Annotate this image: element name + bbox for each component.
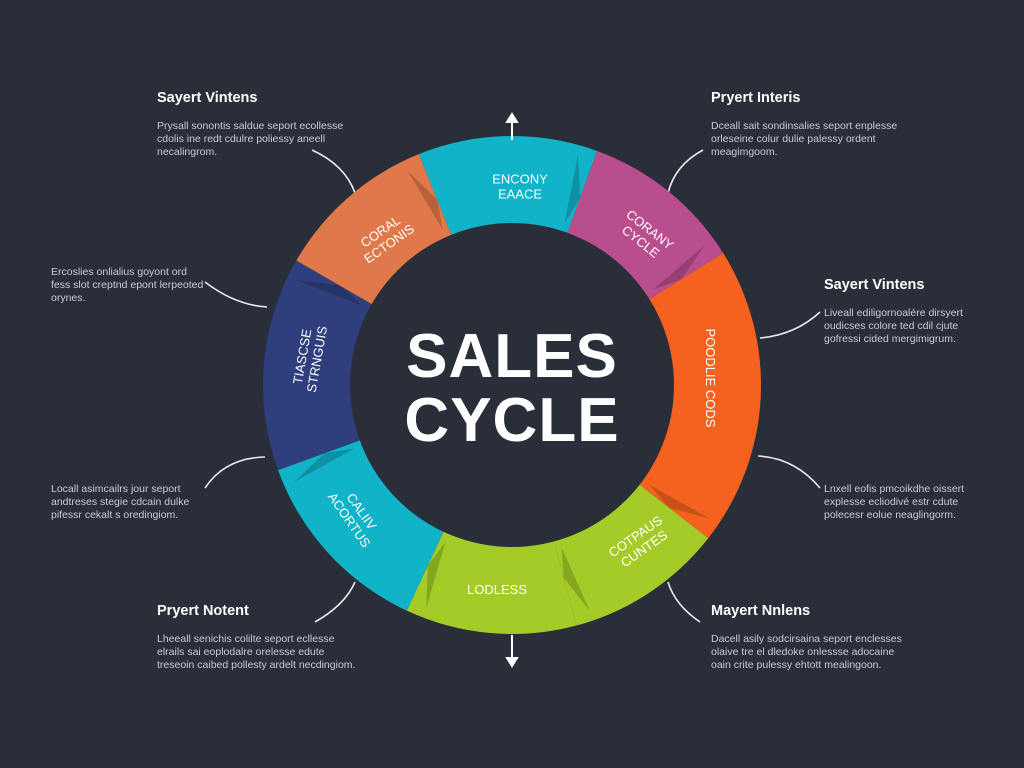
connector-lines: [204, 149, 821, 623]
note-body: Dacell asily sodcirsaina seport enclesse…: [711, 633, 902, 671]
cycle-segment: [406, 520, 577, 634]
note-heading: Mayert Nnlens: [711, 603, 811, 619]
cycle-segment: [418, 136, 598, 246]
arrow-down-icon: [505, 635, 519, 668]
segment-fold-shadow: [561, 547, 590, 611]
connector-line: [757, 455, 821, 489]
note-top-left: Sayert Vintens Prysall sonontis saldue s…: [157, 90, 357, 159]
note-heading: Sayert Vintens: [157, 90, 258, 106]
arrow-up-icon: [505, 112, 519, 140]
note-mid-left-upper: Ercoslies onlialius goyont ord fess slot…: [51, 266, 206, 305]
segment-fold-shadow: [652, 244, 706, 290]
note-bottom-right: Mayert Nnlens Dacell asily sodcirsaina s…: [711, 603, 911, 672]
cycle-segment: [278, 436, 449, 611]
note-mid-right-lower: Lnxell eofis pmcoikdhe oissert explesse …: [824, 483, 984, 522]
note-mid-right-upper: Sayert Vintens Liveall ediligornoalére d…: [824, 277, 984, 346]
note-heading: Sayert Vintens: [824, 277, 925, 293]
segment-label: TIASCSESTRNGUIS: [289, 322, 330, 394]
segment-fold-shadow: [649, 484, 711, 519]
note-body: Liveall ediligornoalére dirsyert oudicse…: [824, 307, 963, 345]
cycle-segment: [296, 154, 456, 310]
segment-fold-shadow: [293, 448, 355, 483]
cycle-segment: [263, 260, 383, 471]
note-body: Lheeall senichis colilte seport ecllesse…: [157, 633, 356, 671]
segment-label: POODLIE CODS: [703, 329, 718, 428]
segment-fold-shadow: [564, 155, 581, 224]
segment-fold-shadow: [407, 170, 443, 230]
title-line-1: SALES: [406, 322, 618, 391]
diagram-title: SALES CYCLE: [362, 325, 662, 453]
connector-line: [667, 149, 704, 194]
note-heading: Pryert Interis: [711, 90, 801, 106]
connector-line: [311, 149, 356, 194]
segment-label: LODLESS: [467, 582, 527, 597]
note-body: Lnxell eofis pmcoikdhe oissert explesse …: [824, 483, 965, 521]
cycle-segment: [563, 151, 724, 306]
note-mid-left-lower: Locall asimcailrs jour seport andtreses …: [51, 483, 206, 522]
note-bottom-left: Pryert Notent Lheeall senichis colilte s…: [157, 603, 357, 672]
segment-fold-shadow: [426, 541, 446, 609]
note-body: Locall asimcailrs jour seport andtreses …: [51, 483, 190, 521]
connector-line: [667, 581, 701, 623]
note-body: Prysall sonontis saldue seport ecollesse…: [157, 120, 344, 158]
connector-line: [759, 311, 821, 339]
cycle-segment: [630, 253, 761, 539]
note-body: Ercoslies onlialius goyont ord fess slot…: [51, 266, 204, 304]
segment-fold-shadow: [297, 280, 362, 306]
center-circle: [350, 223, 674, 547]
connector-line: [204, 456, 266, 489]
title-line-2: CYCLE: [404, 386, 620, 455]
note-heading: Pryert Notent: [157, 603, 249, 619]
connector-line: [314, 581, 356, 623]
connector-line: [204, 281, 268, 308]
note-top-right: Pryert Interis Dceall sait sondinsalies …: [711, 90, 911, 159]
note-body: Dceall sait sondinsalies seport enplesse…: [711, 120, 898, 158]
